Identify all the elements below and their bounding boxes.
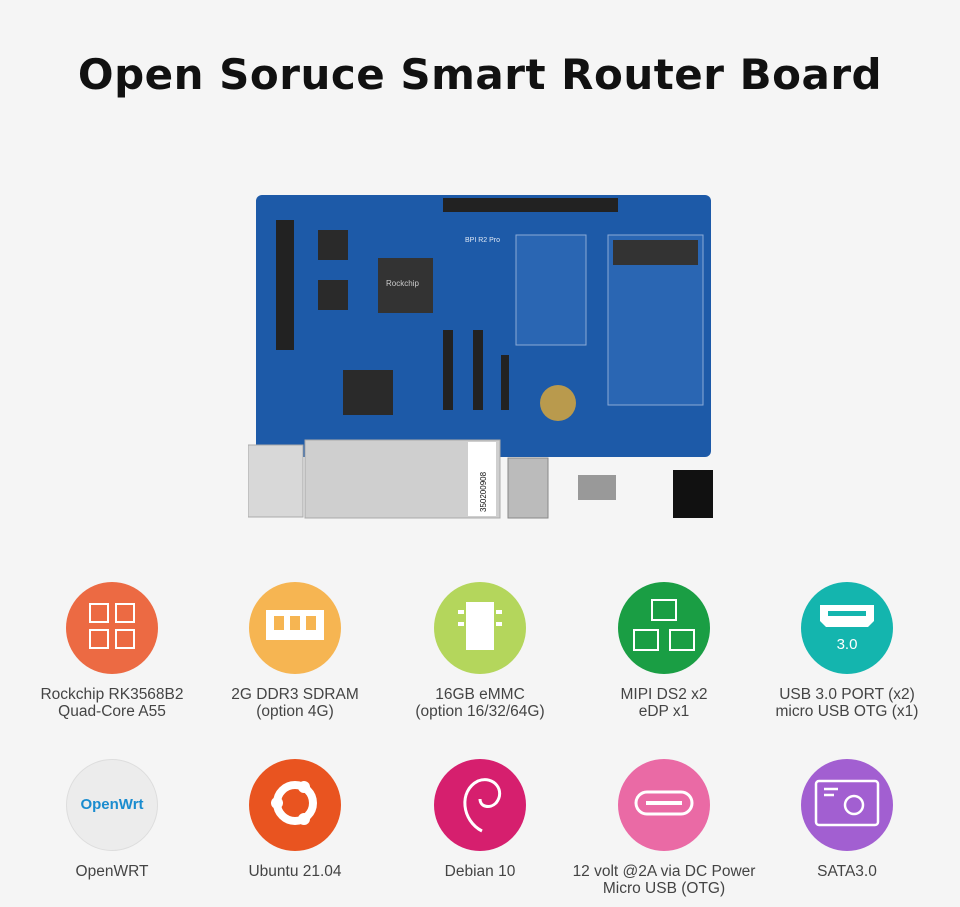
page-title: Open Soruce Smart Router Board bbox=[77, 50, 883, 99]
feature-label-line2: Micro USB (OTG) bbox=[602, 880, 726, 897]
sata-icon bbox=[814, 779, 880, 832]
feature-label-line2: Quad-Core A55 bbox=[58, 703, 166, 720]
usb-c-icon bbox=[634, 790, 694, 821]
emmc-icon bbox=[458, 600, 502, 657]
feature-label: 16GB eMMC(option 16/32/64G) bbox=[385, 686, 575, 720]
feature-label-line1: 16GB eMMC bbox=[435, 686, 525, 703]
network-icon bbox=[632, 598, 696, 659]
openwrt-icon: OpenWrt bbox=[80, 796, 143, 814]
feature-item: 2G DDR3 SDRAM(option 4G) bbox=[200, 582, 390, 720]
feature-label-line1: 2G DDR3 SDRAM bbox=[231, 686, 359, 703]
board-model: BPI R2 Pro bbox=[465, 237, 500, 244]
feature-label-line2: (option 4G) bbox=[256, 703, 334, 720]
feature-item: SATA3.0 bbox=[752, 759, 942, 880]
router-board-image: Rockchip BPI R2 Pro 350200908 bbox=[248, 195, 713, 519]
debian-circle bbox=[434, 759, 526, 851]
feature-label: 2G DDR3 SDRAM(option 4G) bbox=[200, 686, 390, 720]
usb-version-badge: 3.0 bbox=[836, 636, 858, 653]
feature-label-line1: Debian 10 bbox=[444, 863, 516, 880]
feature-label-line2: (option 16/32/64G) bbox=[415, 703, 545, 720]
feature-label-line1: MIPI DS2 x2 bbox=[620, 686, 708, 703]
openwrt-circle: OpenWrt bbox=[66, 759, 158, 851]
debian-icon bbox=[452, 771, 508, 840]
ubuntu-icon bbox=[265, 773, 325, 838]
openwrt-logo: OpenWrt bbox=[80, 796, 144, 813]
feature-label-line1: Rockchip RK3568B2 bbox=[40, 686, 184, 703]
feature-label-line1: USB 3.0 PORT (x2) bbox=[779, 686, 915, 703]
ram-circle bbox=[249, 582, 341, 674]
feature-label: USB 3.0 PORT (x2)micro USB OTG (x1) bbox=[752, 686, 942, 720]
ubuntu-circle bbox=[249, 759, 341, 851]
cpu-circle bbox=[66, 582, 158, 674]
feature-item: Debian 10 bbox=[385, 759, 575, 880]
usb-c-circle bbox=[618, 759, 710, 851]
feature-label: OpenWRT bbox=[17, 863, 207, 880]
feature-label: SATA3.0 bbox=[752, 863, 942, 880]
feature-label-line1: 12 volt @2A via DC Power bbox=[572, 863, 756, 880]
ram-icon bbox=[264, 606, 326, 651]
feature-label: Ubuntu 21.04 bbox=[200, 863, 390, 880]
emmc-circle bbox=[434, 582, 526, 674]
barcode-label: 350200908 bbox=[479, 471, 488, 512]
usb-icon: 3.0 bbox=[818, 603, 876, 653]
feature-label-line1: SATA3.0 bbox=[817, 863, 877, 880]
usb-circle: 3.0 bbox=[801, 582, 893, 674]
feature-label: Debian 10 bbox=[385, 863, 575, 880]
feature-item: 16GB eMMC(option 16/32/64G) bbox=[385, 582, 575, 720]
sata-circle bbox=[801, 759, 893, 851]
feature-label-line1: Ubuntu 21.04 bbox=[248, 863, 342, 880]
feature-label-line2: eDP x1 bbox=[638, 703, 690, 720]
feature-label-line1: OpenWRT bbox=[75, 863, 149, 880]
cpu-icon bbox=[84, 598, 140, 659]
chip-label: Rockchip bbox=[386, 279, 419, 288]
network-circle bbox=[618, 582, 710, 674]
feature-label-line2: micro USB OTG (x1) bbox=[775, 703, 919, 720]
feature-item: Ubuntu 21.04 bbox=[200, 759, 390, 880]
